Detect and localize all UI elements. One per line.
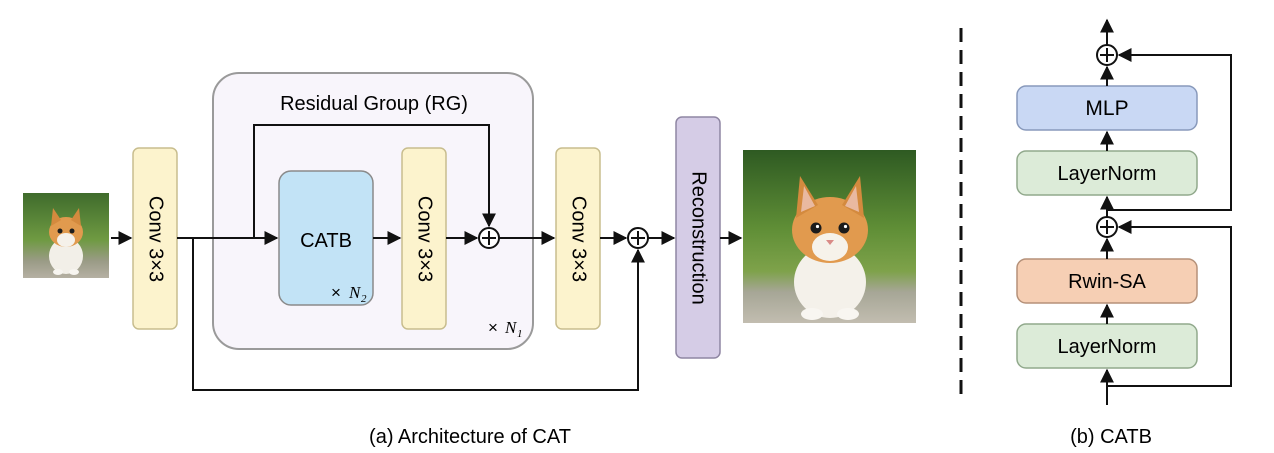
input-image xyxy=(23,193,109,278)
kitten-icon xyxy=(792,176,868,320)
catb-repeat-sub: 2 xyxy=(361,293,367,305)
catb-repeat-label: × N 2 xyxy=(331,283,367,305)
sum-node-catb-top xyxy=(1096,44,1118,66)
kitten-icon xyxy=(49,208,83,275)
layernorm-top-label: LayerNorm xyxy=(1058,163,1157,185)
catb-repeat-var: N xyxy=(348,283,362,302)
reconstruction-label: Reconstruction xyxy=(688,171,710,304)
rg-repeat-label: × N 1 xyxy=(488,318,523,340)
rwin-sa-label: Rwin-SA xyxy=(1068,271,1146,293)
rg-repeat-sub: 1 xyxy=(517,328,523,340)
residual-group-title: Residual Group (RG) xyxy=(280,93,468,115)
catb-repeat-times: × xyxy=(331,283,341,302)
catb-connections xyxy=(1100,18,1232,405)
conv-last-label: Conv 3×3 xyxy=(568,196,590,282)
output-image xyxy=(743,150,916,323)
sum-node-outer xyxy=(627,227,649,249)
catb-label: CATB xyxy=(300,230,352,252)
caption-architecture: (a) Architecture of CAT xyxy=(369,426,571,448)
caption-catb: (b) CATB xyxy=(1070,426,1152,448)
rg-repeat-times: × xyxy=(488,318,498,337)
layernorm-bottom-label: LayerNorm xyxy=(1058,336,1157,358)
sum-node-inner xyxy=(478,227,500,249)
conv-inner-label: Conv 3×3 xyxy=(414,196,436,282)
architecture-connections xyxy=(111,124,743,391)
rg-repeat-var: N xyxy=(504,318,518,337)
sum-node-catb-bottom xyxy=(1096,216,1118,238)
conv-first-label: Conv 3×3 xyxy=(145,196,167,282)
mlp-label: MLP xyxy=(1085,97,1128,120)
